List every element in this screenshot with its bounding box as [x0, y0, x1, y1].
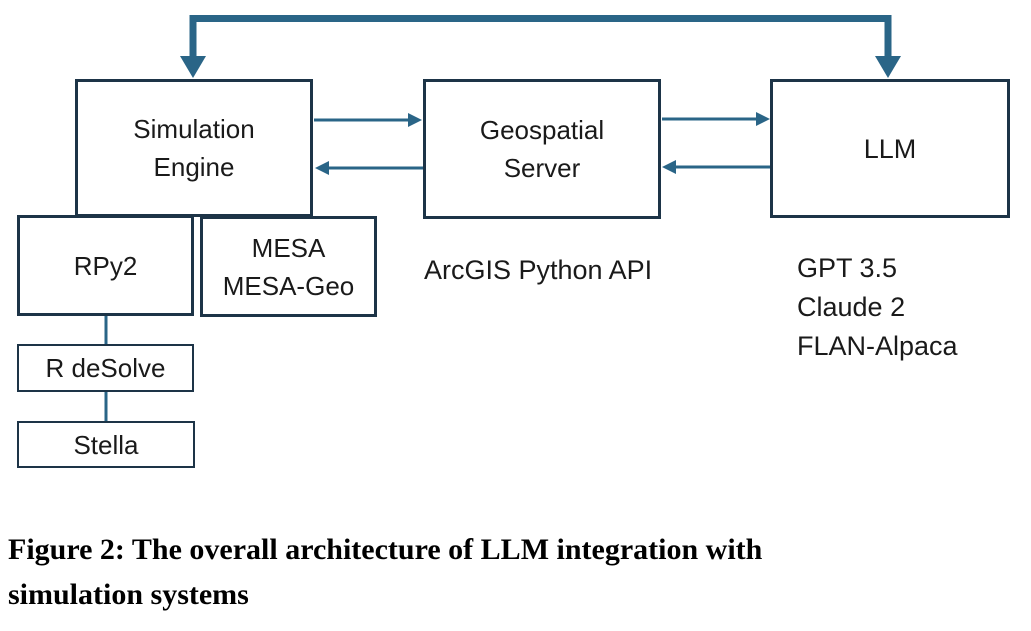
figure-caption-line2: simulation systems [8, 578, 249, 611]
mesa-label-line2: MESA-Geo [222, 270, 355, 301]
geospatial-server-box: Geospatial Server [423, 79, 661, 219]
stella-label: Stella [73, 429, 139, 460]
mesa-label-line1: MESA [251, 232, 326, 263]
llm-models-list: GPT 3.5 Claude 2 FLAN-Alpaca [797, 249, 958, 366]
rpy2-label: RPy2 [73, 250, 138, 281]
simulation-engine-label-line2: Engine [153, 152, 235, 182]
r-desolve-label: R deSolve [45, 353, 166, 383]
stella-box: Stella [17, 421, 195, 468]
rpy2-box: RPy2 [17, 215, 194, 316]
geospatial-server-label-line2: Server [503, 153, 581, 183]
arrow-llm-to-geospatial-head [662, 160, 676, 174]
llm-model-flan-alpaca: FLAN-Alpaca [797, 331, 958, 361]
r-desolve-box: R deSolve [17, 344, 194, 392]
llm-label: LLM [863, 133, 917, 164]
top-feedback-connector-line [189, 15, 892, 60]
llm-box: LLM [770, 79, 1010, 218]
arrow-geospatial-to-llm-head [756, 112, 770, 126]
mesa-box: MESA MESA-Geo [200, 216, 377, 317]
arrow-simulation-to-geospatial-head [408, 113, 422, 127]
arrowhead-down-into-simulation-engine [180, 56, 206, 78]
simulation-engine-box: Simulation Engine [75, 79, 313, 217]
geospatial-server-label-line1: Geospatial [479, 115, 605, 145]
figure-caption-line1: Figure 2: The overall architecture of LL… [8, 533, 763, 566]
figure-caption: Figure 2: The overall architecture of LL… [8, 527, 1028, 617]
architecture-diagram: Simulation Engine Geospatial Server LLM … [17, 15, 1010, 468]
arrowhead-down-into-llm [875, 56, 901, 78]
arrow-geospatial-to-simulation-head [315, 161, 329, 175]
llm-model-gpt: GPT 3.5 [797, 253, 898, 283]
geospatial-library-label: ArcGIS Python API [424, 255, 653, 285]
simulation-engine-label-line1: Simulation [133, 114, 255, 144]
llm-model-claude: Claude 2 [797, 292, 906, 322]
